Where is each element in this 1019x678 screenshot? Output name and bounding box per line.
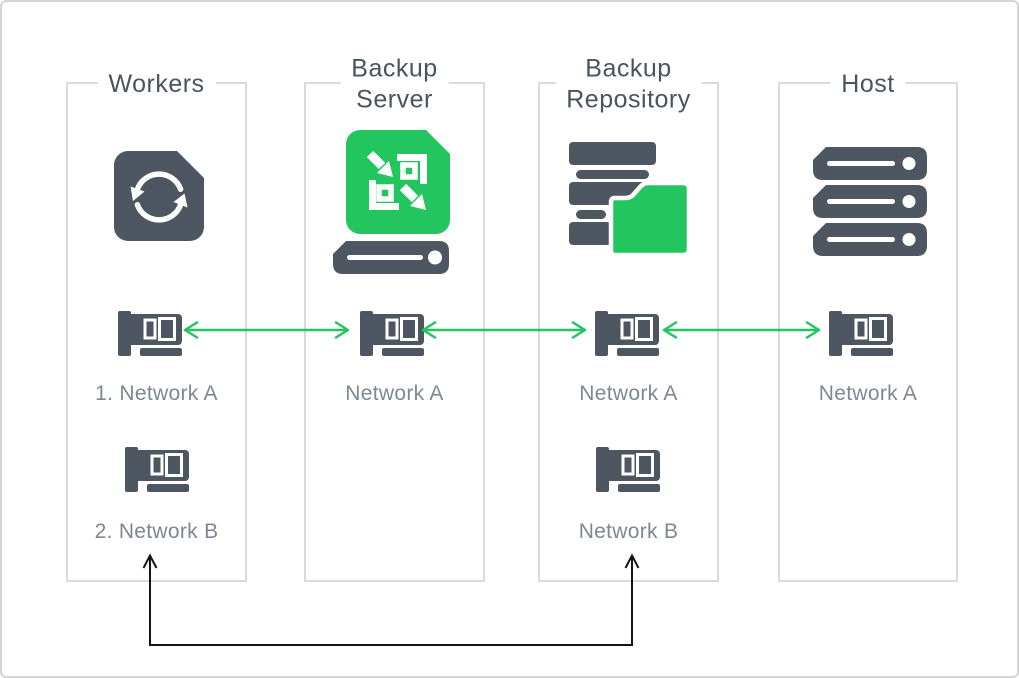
host-group-box: Host Network A	[778, 68, 958, 582]
network-adapter-icon	[595, 311, 659, 356]
network-adapter-icon	[125, 447, 189, 492]
repository-network-b-label: Network B	[578, 520, 679, 543]
host-servers-icon	[813, 147, 927, 256]
workers-title: Workers	[97, 68, 216, 100]
network-adapter-icon	[360, 311, 424, 356]
repository-network-a-label: Network A	[579, 382, 678, 405]
backup-server-icon	[346, 130, 450, 234]
backup-repository-title: Backup Repository	[555, 53, 702, 115]
worker-sync-icon	[114, 151, 204, 241]
network-adapter-icon	[829, 311, 893, 356]
workers-network-a-label: 1. Network A	[95, 382, 218, 405]
network-adapter-icon	[118, 311, 182, 356]
backup-server-group-box: Backup Server Network A	[304, 53, 485, 582]
network-adapter-icon	[596, 447, 660, 492]
backup-repository-group-box: Backup Repository Network A Network B	[538, 53, 719, 582]
host-network-a-label: Network A	[818, 382, 918, 405]
disk-drive-icon	[333, 241, 449, 274]
backup-server-network-a-label: Network A	[345, 382, 444, 405]
workers-group-box: Workers 1. Network A 2. Network B	[66, 68, 247, 582]
workers-network-b-label: 2. Network B	[94, 520, 219, 543]
backup-repository-icon	[569, 142, 692, 258]
host-title: Host	[830, 68, 906, 100]
backup-server-title: Backup Server	[340, 53, 449, 115]
